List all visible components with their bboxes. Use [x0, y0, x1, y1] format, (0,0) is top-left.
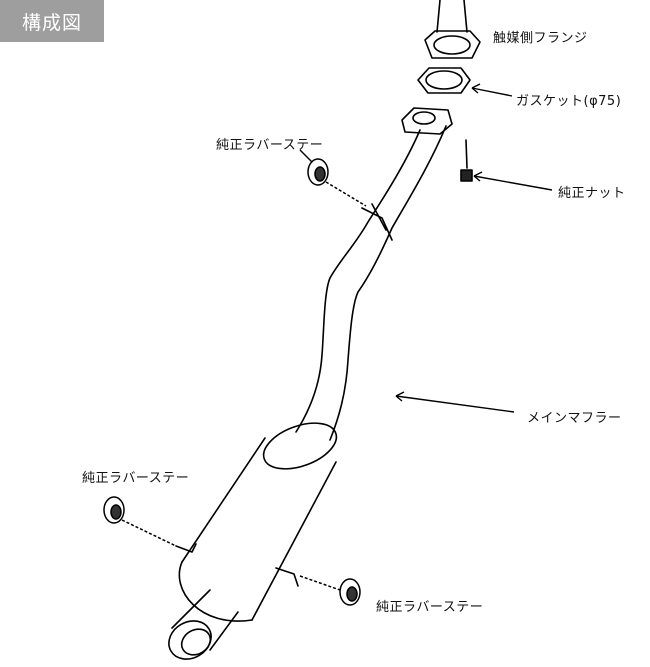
label-stay-bottom: 純正ラバーステー	[376, 600, 484, 615]
muffler-bracket-left	[175, 543, 197, 553]
rubber-stay-bottom	[299, 575, 361, 606]
label-nut: 純正ナット	[558, 186, 626, 201]
label-stay-top: 純正ラバーステー	[216, 138, 324, 153]
leader-nut	[473, 175, 553, 191]
muffler-bracket-right	[275, 567, 299, 587]
catalyst-flange	[424, 30, 481, 59]
pipe-bracket-top	[361, 203, 393, 241]
diagram-title-badge: 構成図	[0, 0, 104, 42]
label-gasket: ガスケット(φ75)	[516, 94, 622, 109]
pipe-inlet-flange	[401, 107, 453, 135]
label-main-muffler: メインマフラー	[527, 411, 622, 426]
leader-main-muffler	[395, 395, 515, 413]
main-pipe-left	[295, 129, 421, 433]
main-muffler	[168, 422, 338, 660]
label-stay-left: 純正ラバーステー	[82, 471, 190, 486]
upstream-rail-right	[463, 0, 468, 33]
rubber-stay-top	[307, 158, 367, 207]
leader-stay-top	[299, 149, 313, 163]
leader-gasket	[471, 87, 513, 97]
stock-nut	[460, 139, 473, 182]
upstream-rail-left	[436, 0, 441, 33]
label-flange: 触媒側フランジ	[493, 31, 588, 46]
rubber-stay-left	[103, 496, 177, 547]
gasket	[417, 67, 471, 94]
main-pipe-right	[329, 125, 447, 441]
